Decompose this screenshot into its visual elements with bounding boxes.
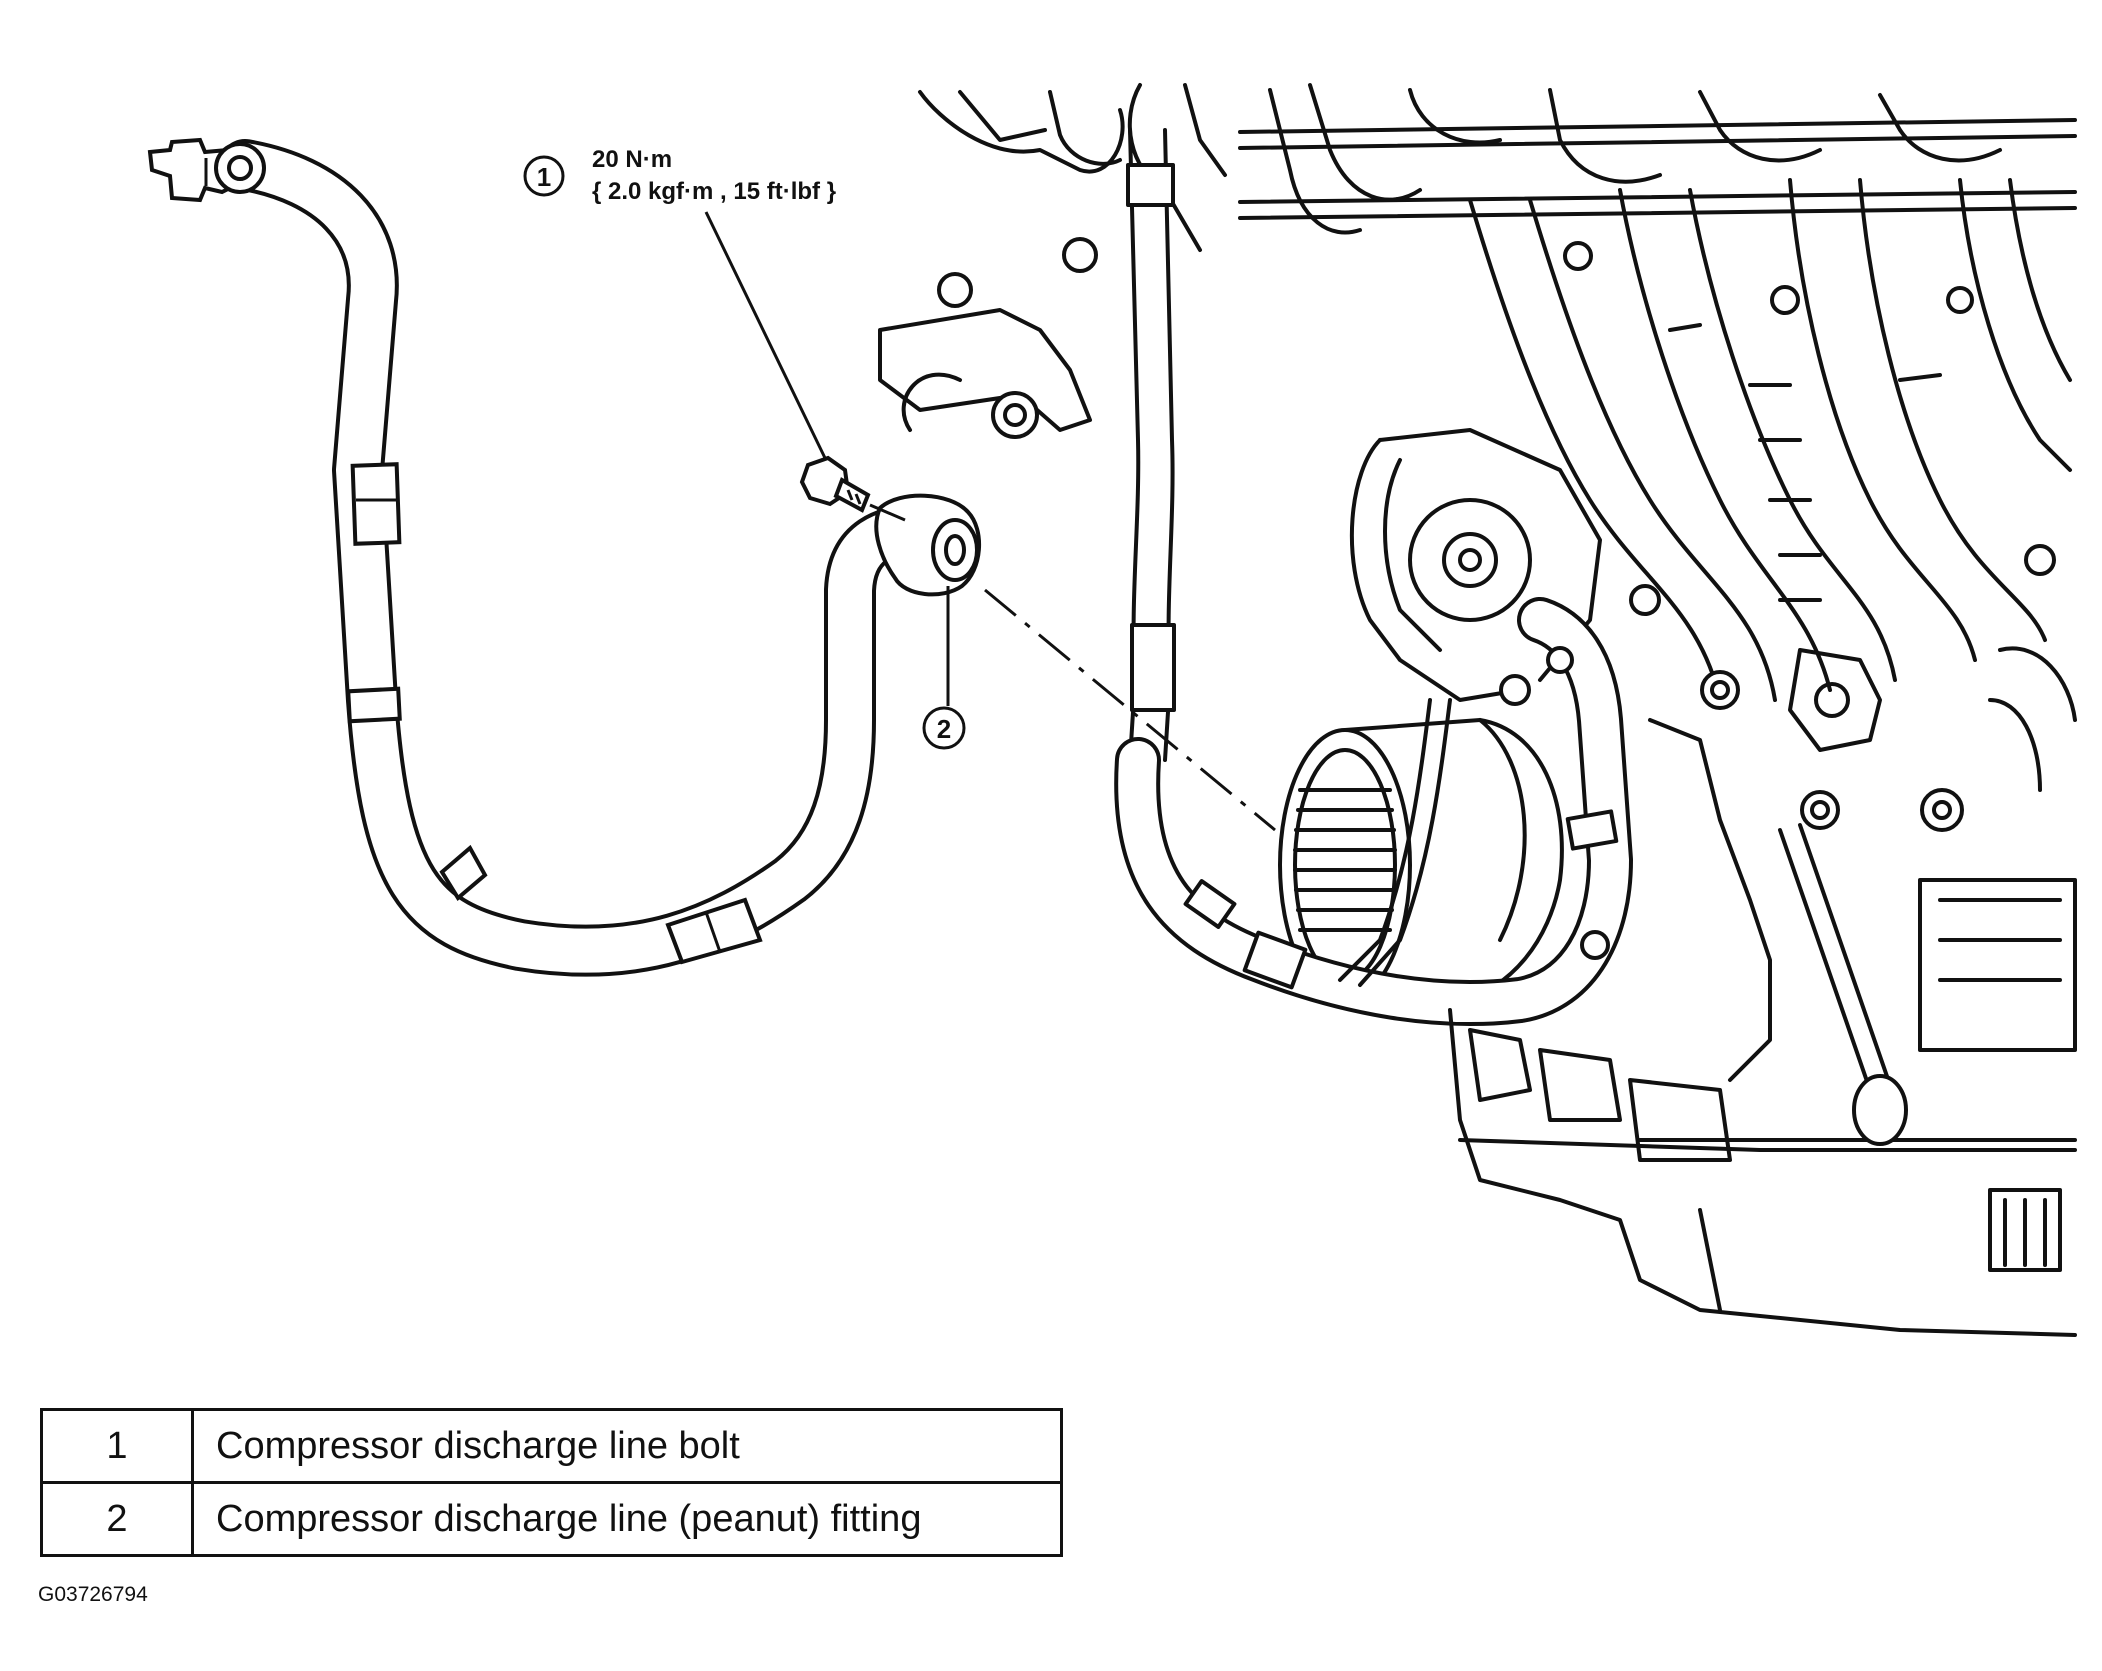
- hose-end-fitting: [147, 137, 266, 203]
- callout-2: 2: [922, 706, 966, 750]
- legend-number: 1: [40, 1408, 194, 1484]
- legend-description: Compressor discharge line (peanut) fitti…: [191, 1481, 1063, 1557]
- discharge-line-hose: [219, 139, 966, 977]
- callout-1-torque-nm: 20 N·m: [592, 146, 672, 173]
- hose-sleeves: [346, 462, 763, 965]
- leader-lines: [704, 211, 1276, 832]
- legend-description: Compressor discharge line bolt: [191, 1408, 1063, 1484]
- legend-number: 2: [40, 1481, 194, 1557]
- callout-2-number: 2: [937, 714, 951, 744]
- peanut-fitting: [874, 493, 981, 597]
- legend-table: 1 Compressor discharge line bolt 2 Compr…: [40, 1408, 1063, 1557]
- callout-1-torque-alt: { 2.0 kgf·m , 15 ft·lbf }: [592, 178, 836, 205]
- discharge-line-bolt: [799, 455, 871, 513]
- table-row: 1 Compressor discharge line bolt: [40, 1408, 1063, 1484]
- table-row: 2 Compressor discharge line (peanut) fit…: [40, 1481, 1063, 1557]
- figure-code: G03726794: [38, 1583, 148, 1606]
- callout-1: 1 20 N·m { 2.0 kgf·m , 15 ft·lbf }: [523, 146, 836, 205]
- callout-1-number: 1: [537, 162, 551, 192]
- engine-illustration: [878, 83, 2077, 1337]
